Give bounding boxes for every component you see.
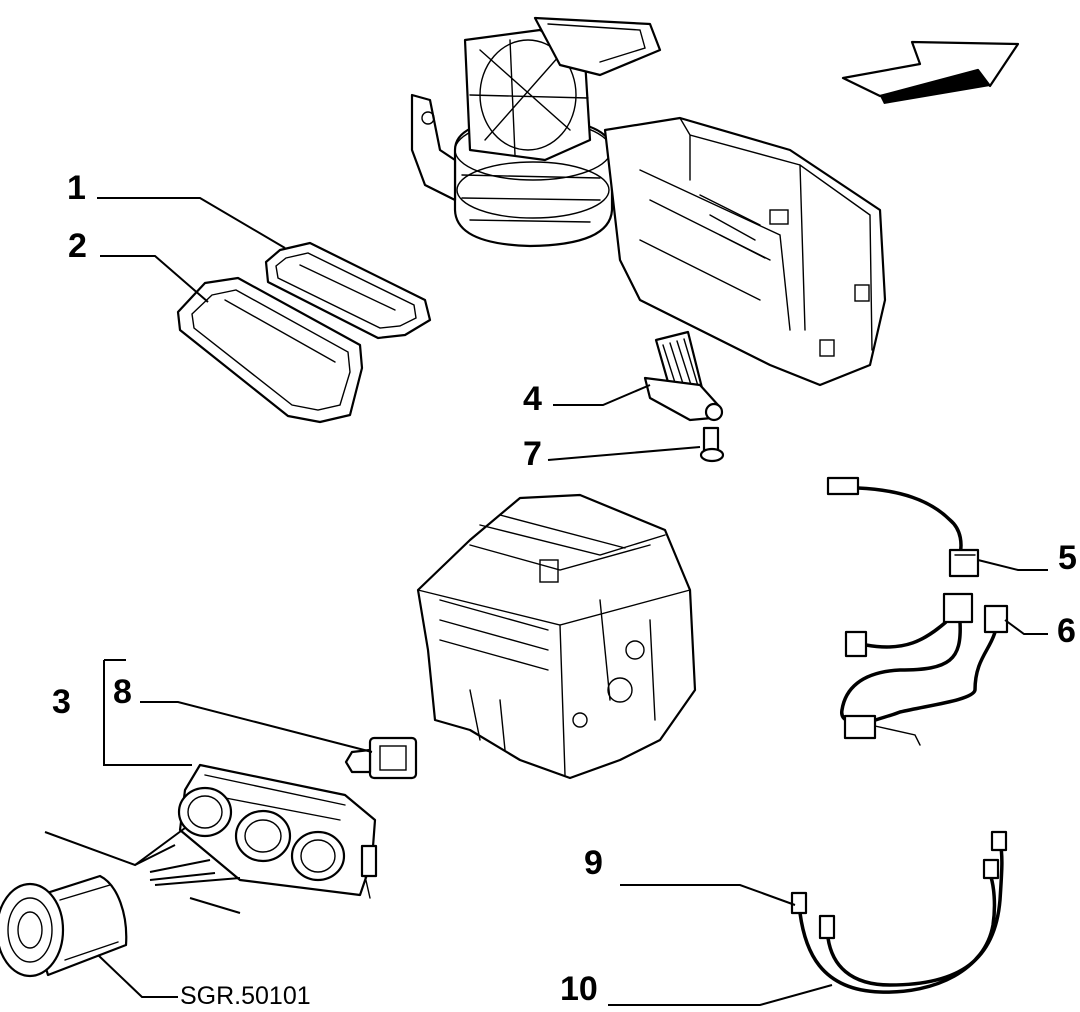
callout-1: 1: [67, 169, 86, 207]
knob-center-icon: [234, 809, 292, 863]
blower-housing-upper: [410, 16, 887, 387]
callout-6: 6: [1057, 612, 1076, 650]
wiring-harness-5: [826, 476, 980, 578]
callout-8: 8: [113, 673, 132, 711]
callout-7: 7: [523, 435, 542, 473]
cable-9: [790, 858, 1000, 994]
screw-7: [699, 426, 725, 463]
callout-4: 4: [523, 380, 542, 418]
bulb-socket-8: [344, 736, 418, 780]
callout-5: 5: [1058, 539, 1077, 577]
wiring-harness-6: [840, 592, 1009, 746]
gasket-2: [176, 276, 364, 424]
callout-9: 9: [584, 844, 603, 882]
knob-right-icon: [290, 830, 346, 882]
knob-detail-rays: [44, 827, 241, 914]
heater-housing-lower: [416, 493, 697, 780]
callout-3: 3: [52, 683, 71, 721]
gasket-1: [264, 241, 432, 340]
knob-detail-icon: [0, 874, 128, 978]
direction-arrow-icon: [841, 40, 1020, 104]
cable-10: [818, 830, 1008, 987]
callout-labels: 1 2 3 4 5 6 7 8 9 10 SGR.50101: [52, 169, 1077, 1010]
callout-2: 2: [68, 227, 87, 265]
resistor-4: [643, 330, 724, 422]
reference-code: SGR.50101: [180, 982, 311, 1010]
knob-left-icon: [177, 786, 233, 838]
climate-control-panel-3: [177, 763, 378, 899]
leader-lines: [97, 197, 1048, 1006]
callout-10: 10: [560, 970, 598, 1008]
